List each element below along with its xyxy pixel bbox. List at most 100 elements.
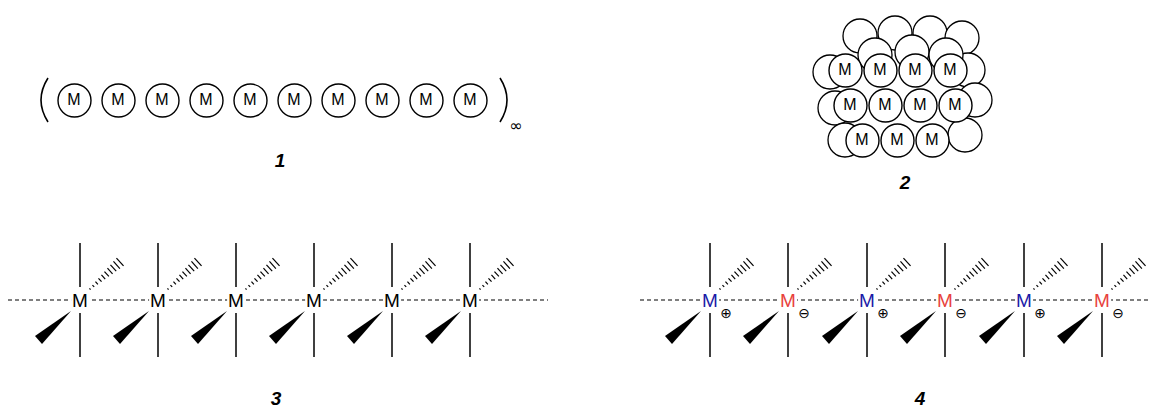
solid-wedge <box>35 311 71 344</box>
hashed-wedge <box>89 288 90 289</box>
hashed-wedge <box>500 265 506 271</box>
hashed-wedge <box>1060 258 1067 266</box>
figure-number: 2 <box>900 173 911 192</box>
figure-number: 3 <box>271 389 282 408</box>
bond-down <box>235 313 237 357</box>
atom-circle: M <box>903 88 938 123</box>
hashed-wedge <box>104 272 108 277</box>
hashed-wedge <box>425 261 431 268</box>
hashed-wedge <box>725 282 727 285</box>
charge-sign: ⊖ <box>1112 306 1124 320</box>
atom-circle: M <box>321 83 356 118</box>
atom-symbol: M <box>199 92 212 108</box>
atom-symbol: M <box>67 92 80 108</box>
hashed-wedge <box>170 285 172 287</box>
hashed-wedge <box>806 278 809 281</box>
solid-wedge <box>191 311 227 344</box>
hashed-wedge <box>981 258 988 266</box>
atom-circle: M <box>277 83 312 118</box>
metal-symbol: M <box>1015 291 1033 310</box>
hashed-wedge <box>1132 265 1138 271</box>
hashed-wedge <box>110 265 116 271</box>
hashed-wedge <box>479 288 480 289</box>
hashed-wedge <box>1126 272 1130 277</box>
bond-down <box>469 313 471 357</box>
solid-wedge <box>743 311 779 344</box>
hashed-wedge <box>503 261 509 268</box>
charge-sign: ⊖ <box>955 306 967 320</box>
hashed-wedge <box>972 268 977 274</box>
hashed-wedge <box>410 278 413 281</box>
metal-symbol: M <box>227 291 245 310</box>
metal-symbol: M <box>149 291 167 310</box>
hashed-wedge <box>185 268 190 274</box>
hashed-wedge <box>344 265 350 271</box>
hashed-wedge <box>824 258 831 266</box>
hashed-wedge <box>882 282 884 285</box>
atom-symbol: M <box>913 97 926 113</box>
metal-symbol: M <box>71 291 89 310</box>
bracket <box>500 78 507 122</box>
hashed-wedge <box>728 278 731 281</box>
bond-lines <box>8 243 1150 357</box>
atom-circle: M <box>57 83 92 118</box>
solid-wedge <box>822 311 858 344</box>
atom-circle: M <box>880 123 915 158</box>
hashed-wedge <box>743 261 749 268</box>
bond-up <box>235 243 237 287</box>
atom-circle: M <box>868 88 903 123</box>
atom-circle: M <box>933 53 968 88</box>
atom-circle: M <box>915 123 950 158</box>
atom-symbol: M <box>925 132 938 148</box>
hashed-wedge <box>876 288 877 289</box>
atom-circle: M <box>101 83 136 118</box>
hashed-wedge <box>248 285 250 287</box>
bond-up <box>157 243 159 287</box>
hashed-wedge <box>1111 288 1112 289</box>
atom-symbol: M <box>890 132 903 148</box>
hashed-wedge <box>260 272 264 277</box>
hashed-wedge <box>107 268 112 274</box>
hashed-wedge <box>488 278 491 281</box>
hashed-wedge <box>900 261 906 268</box>
bond-down <box>391 313 393 357</box>
bond-up <box>313 243 315 287</box>
charge-sign: ⊕ <box>1034 306 1046 320</box>
metal-symbol: M <box>701 291 719 310</box>
hashed-wedge <box>191 261 197 268</box>
hashed-wedge <box>885 278 888 281</box>
hashed-wedge <box>497 268 502 274</box>
hashed-wedge <box>894 268 899 274</box>
hashed-wedge <box>746 258 753 266</box>
back-layer-spheres <box>813 16 992 157</box>
hashed-wedge <box>182 272 186 277</box>
hashed-wedge <box>737 268 742 274</box>
atom-circle: M <box>863 53 898 88</box>
hashed-wedge <box>1120 278 1123 281</box>
metal-symbol: M <box>305 291 323 310</box>
hashed-wedge <box>1138 258 1145 266</box>
metal-symbol: M <box>779 291 797 310</box>
hashed-wedge <box>1039 282 1041 285</box>
hashed-wedge <box>329 282 331 285</box>
hashed-wedge <box>413 275 417 279</box>
hashed-wedge <box>332 278 335 281</box>
bond-up <box>709 243 711 287</box>
bond-down <box>787 313 789 357</box>
hashed-wedge <box>482 285 484 287</box>
hashed-wedge <box>338 272 342 277</box>
hashed-wedge <box>266 265 272 271</box>
bond-down <box>709 313 711 357</box>
atom-symbol: M <box>155 92 168 108</box>
hashed-wedge <box>969 272 973 277</box>
hashed-wedge <box>188 265 194 271</box>
hashed-wedge <box>957 285 959 287</box>
bracket <box>41 78 48 122</box>
hashed-wedge <box>269 261 275 268</box>
hashed-wedge <box>1123 275 1127 279</box>
hashed-wedge <box>731 275 735 279</box>
hashed-wedge <box>740 265 746 271</box>
hashed-wedge <box>173 282 175 285</box>
hashed-wedge <box>404 285 406 287</box>
atom-symbol: M <box>878 97 891 113</box>
